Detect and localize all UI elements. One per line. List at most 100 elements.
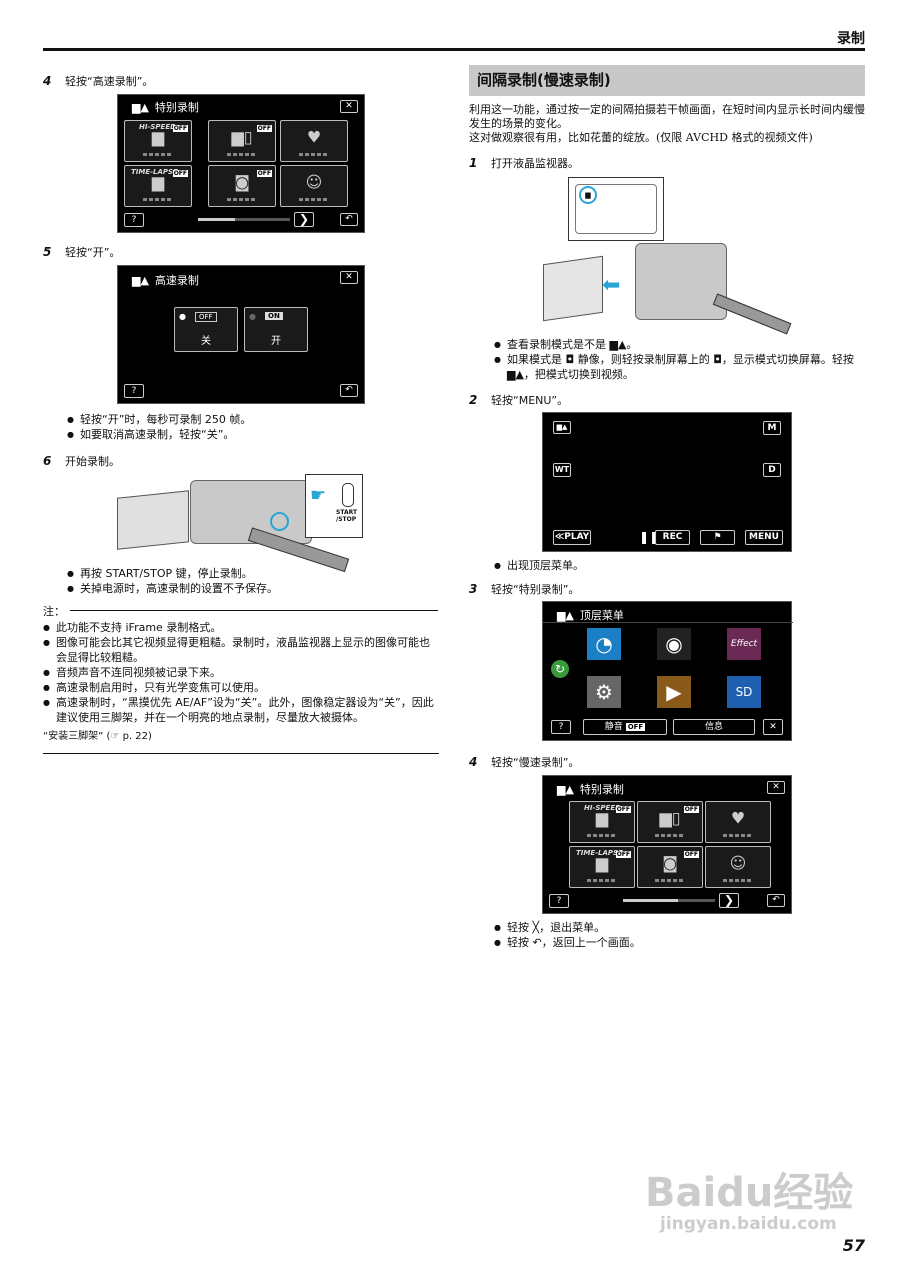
camera-icon: ▆▯ [659, 808, 681, 828]
close-icon[interactable]: ✕ [340, 271, 358, 284]
tripod-link[interactable]: “安装三脚架” (☞ p. 22) [43, 731, 152, 742]
tile-slow-recording[interactable]: OFF▆▯ [637, 801, 703, 843]
start-stop-button [342, 483, 354, 507]
help-button[interactable]: ? [124, 213, 144, 227]
screen-title: 特别录制 [579, 783, 624, 796]
step4-bullets: 轻按 ╳，退出菜单。 轻按 ↶，返回上一个画面。 [494, 920, 866, 950]
step1-bullets: 查看录制模式是不是 ▆▲。 如果模式是 ◘ 静像，则轻按录制屏幕上的 ◘，显示模… [494, 337, 866, 382]
screen-title: 顶层菜单 [579, 609, 624, 622]
intro-text: 利用这一功能，通过按一定的间隔拍摄若干帧画面，在短时间内显示长时间内缓慢发生的场… [469, 103, 865, 144]
list-item: 如果模式是 ◘ 静像，则轻按录制屏幕上的 ◘，显示模式切换屏幕。轻按 ▆▲，把模… [494, 352, 866, 382]
step2-bullets: 出现顶层菜单。 [494, 558, 866, 573]
camera-icon: ▆▯ [231, 127, 253, 147]
list-item: 轻按 ↶，返回上一个画面。 [494, 935, 866, 950]
hearts-icon: ♥ [306, 127, 322, 147]
video-mode-icon: ▆ [579, 186, 597, 204]
hand-pointer-icon: ☛ [310, 485, 327, 506]
flag-icon[interactable]: ⚑ [700, 530, 735, 545]
list-item: 出现顶层菜单。 [494, 558, 866, 573]
portrait-icon: ◙ [662, 853, 678, 873]
off-button[interactable]: ● OFF 关 [174, 307, 238, 352]
portrait-icon: ◙ [234, 172, 250, 192]
video-mode-button[interactable]: ▆▲ [553, 421, 571, 434]
help-button[interactable]: ? [549, 894, 569, 908]
close-icon[interactable]: ✕ [763, 719, 783, 735]
pause-icon: ❚❚ [639, 530, 660, 544]
hearts-icon: ♥ [730, 808, 746, 828]
step-text: 轻按“慢速录制”。 [491, 756, 580, 769]
refresh-icon[interactable]: ↻ [551, 660, 569, 678]
list-item: 轻按 ╳，退出菜单。 [494, 920, 866, 935]
tile-smile[interactable]: ☺ [705, 846, 771, 888]
list-item: 图像可能会比其它视频显得更粗糙。录制时，液晶监视器上显示的图像可能也会显得比较粗… [43, 635, 439, 665]
help-button[interactable]: ? [124, 384, 144, 398]
back-icon[interactable]: ↶ [767, 894, 785, 907]
open-arrow-icon: ⬅ [602, 273, 621, 298]
step-text: 轻按“MENU”。 [491, 394, 569, 407]
step6-bullets: 再按 START/STOP 键，停止录制。 关掉电源时，高速录制的设置不予保存。 [67, 566, 437, 596]
close-icon[interactable]: ✕ [767, 781, 785, 794]
tile-slow-recording[interactable]: OFF▆▯ [208, 120, 276, 162]
note-bottom-rule [43, 753, 439, 754]
step-text: 轻按“特别录制”。 [491, 583, 580, 596]
special-recording-icon[interactable]: ▶ [657, 676, 691, 708]
highlight-circle [270, 512, 289, 531]
progress-fill [623, 899, 679, 902]
close-icon[interactable]: ✕ [340, 100, 358, 113]
tile-effect[interactable]: ♥ [705, 801, 771, 843]
menu-button[interactable]: MENU [745, 530, 783, 545]
camera-illustration: ☛ START /STOP [115, 472, 365, 573]
faces-icon: ☺ [305, 172, 323, 192]
recording-screen: ▆▲ M WT D ≪PLAY ❚❚ REC ⚑ MENU [542, 412, 792, 552]
sd-card-icon[interactable]: SD [727, 676, 761, 708]
play-button[interactable]: ≪PLAY [553, 530, 591, 545]
video-mode-icon: ▆▲ [557, 782, 574, 796]
step-text: 轻按“高速录制”。 [65, 75, 154, 88]
gear-icon[interactable]: ⚙ [587, 676, 621, 708]
list-item: 此功能不支持 iFrame 录制格式。 [43, 620, 439, 635]
back-icon[interactable]: ↶ [340, 384, 358, 397]
on-button[interactable]: ● ON 开 [244, 307, 308, 352]
wifi-icon[interactable]: ◔ [587, 628, 621, 660]
next-arrow-button[interactable]: ❯ [294, 212, 314, 227]
tile-smile[interactable]: ☺ [280, 165, 348, 207]
list-item: 如要取消高速录制，轻按“关”。 [67, 427, 437, 442]
tile-face[interactable]: OFF◙ [637, 846, 703, 888]
tile-effect[interactable]: ♥ [280, 120, 348, 162]
rec-button[interactable]: REC [655, 530, 690, 545]
help-button[interactable]: ? [551, 720, 571, 734]
step-text: 打开液晶监视器。 [491, 157, 579, 170]
page-progress [198, 218, 290, 221]
step-text: 轻按“开”。 [65, 246, 121, 259]
tile-face[interactable]: OFF◙ [208, 165, 276, 207]
page-progress [623, 899, 715, 902]
callout-box: ▆ [568, 177, 664, 241]
lens-icon[interactable]: ◉ [657, 628, 691, 660]
info-button[interactable]: 信息 [673, 719, 755, 735]
effect-icon[interactable]: Effect [727, 628, 761, 660]
note-header: 注： [43, 605, 65, 618]
radio-dot-icon: ● [249, 312, 256, 321]
back-icon[interactable]: ↶ [340, 213, 358, 226]
next-arrow-button[interactable]: ❯ [719, 893, 739, 908]
display-button[interactable]: D [763, 463, 781, 477]
callout-box: ☛ START /STOP [305, 474, 363, 538]
manual-button[interactable]: M [763, 421, 781, 435]
list-item: 轻按“开”时，每秒可录制 250 帧。 [67, 412, 437, 427]
video-mode-icon: ▆▲ [132, 100, 149, 114]
mute-button[interactable]: 静音 OFF [583, 719, 667, 735]
zoom-wt-button[interactable]: WT [553, 463, 571, 477]
screen-title: 特别录制 [154, 101, 199, 114]
list-item: 再按 START/STOP 键，停止录制。 [67, 566, 437, 581]
